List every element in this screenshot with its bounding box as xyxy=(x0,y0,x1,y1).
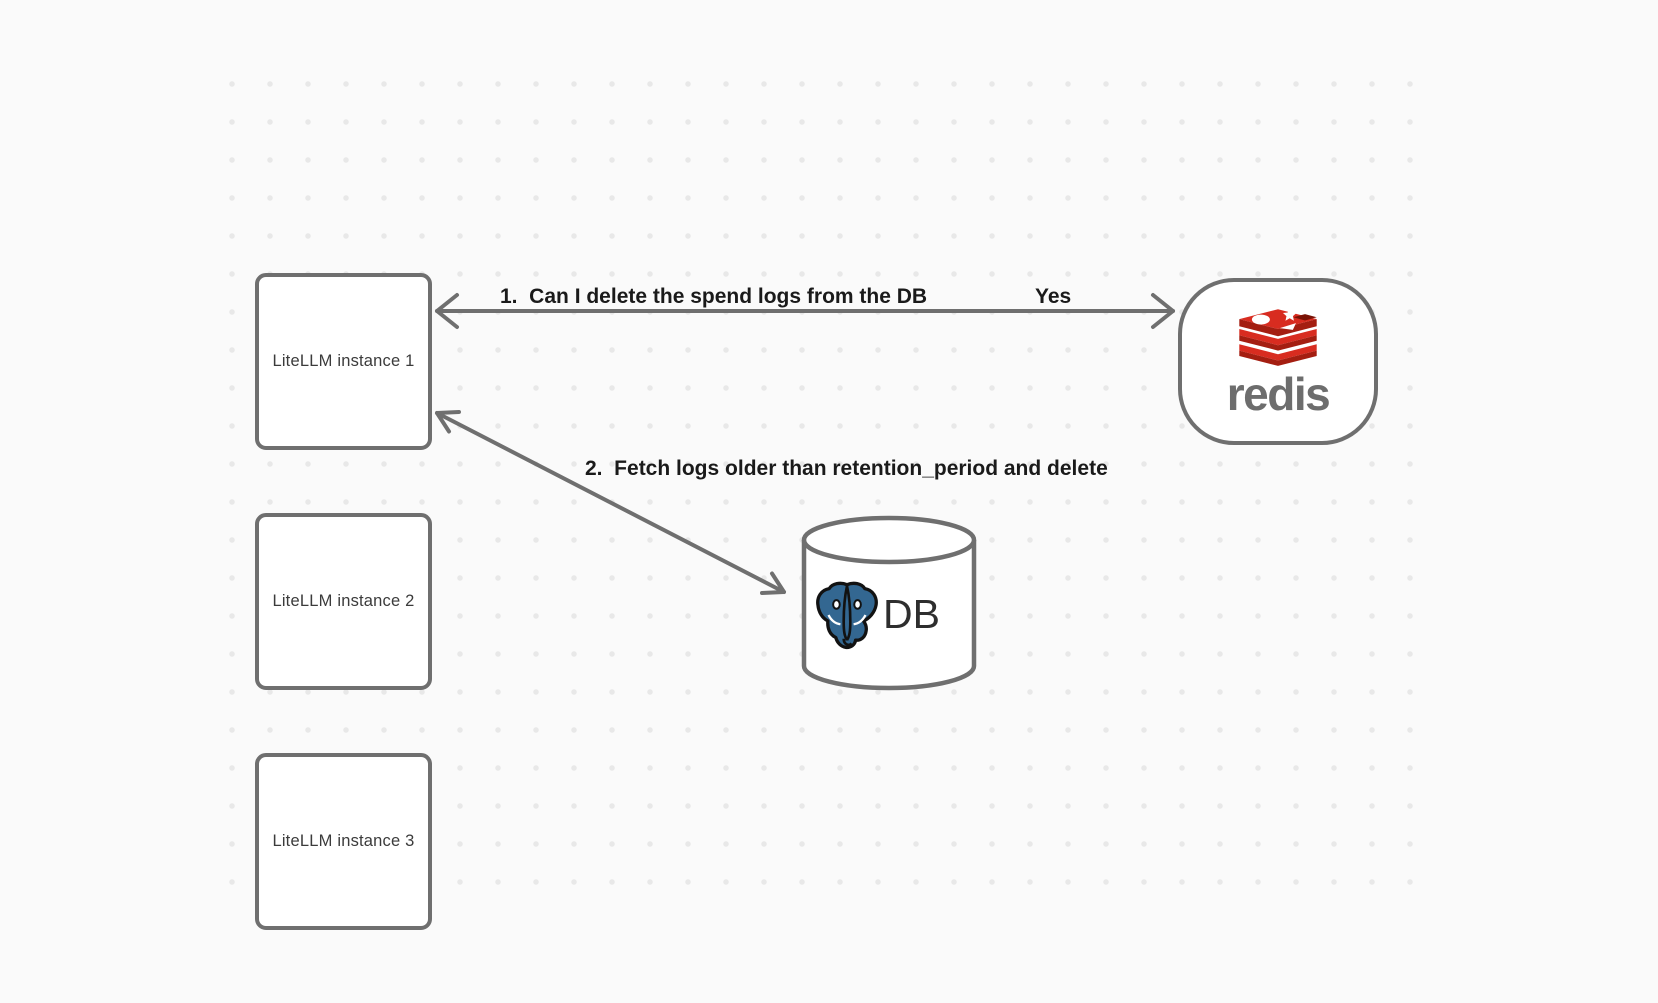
db-cylinder-shape xyxy=(801,515,977,691)
edge-1-label: 1. Can I delete the spend logs from the … xyxy=(500,285,928,308)
db-label: DB xyxy=(883,591,940,637)
node-litellm-instance-2-label: LiteLLM instance 2 xyxy=(272,592,415,610)
node-litellm-instance-2: LiteLLM instance 2 xyxy=(255,513,432,690)
node-litellm-instance-1: LiteLLM instance 1 xyxy=(255,273,432,450)
node-database: DB xyxy=(800,514,978,694)
edge-1-arrow xyxy=(435,293,1175,329)
node-litellm-instance-1-label: LiteLLM instance 1 xyxy=(272,352,415,370)
edge-1-arrowhead-left-icon xyxy=(435,293,459,329)
redis-wordmark: redis xyxy=(1226,367,1331,420)
edge-2-arrow xyxy=(435,410,786,595)
edge-2-label: 2. Fetch logs older than retention_perio… xyxy=(585,457,1108,480)
edge-1-response-label: Yes xyxy=(1035,285,1072,308)
edge-1-arrowhead-right-icon xyxy=(1151,293,1175,329)
postgresql-elephant-icon xyxy=(816,581,878,650)
node-litellm-instance-3-label: LiteLLM instance 3 xyxy=(272,832,415,850)
node-redis: redis xyxy=(1178,278,1378,445)
redis-logo-icon xyxy=(1239,307,1317,366)
edge-2-shaft xyxy=(435,411,786,594)
node-litellm-instance-3: LiteLLM instance 3 xyxy=(255,753,432,930)
edge-2-arrowhead-bottom-icon xyxy=(760,571,786,595)
edge-2-arrowhead-top-icon xyxy=(435,410,461,434)
